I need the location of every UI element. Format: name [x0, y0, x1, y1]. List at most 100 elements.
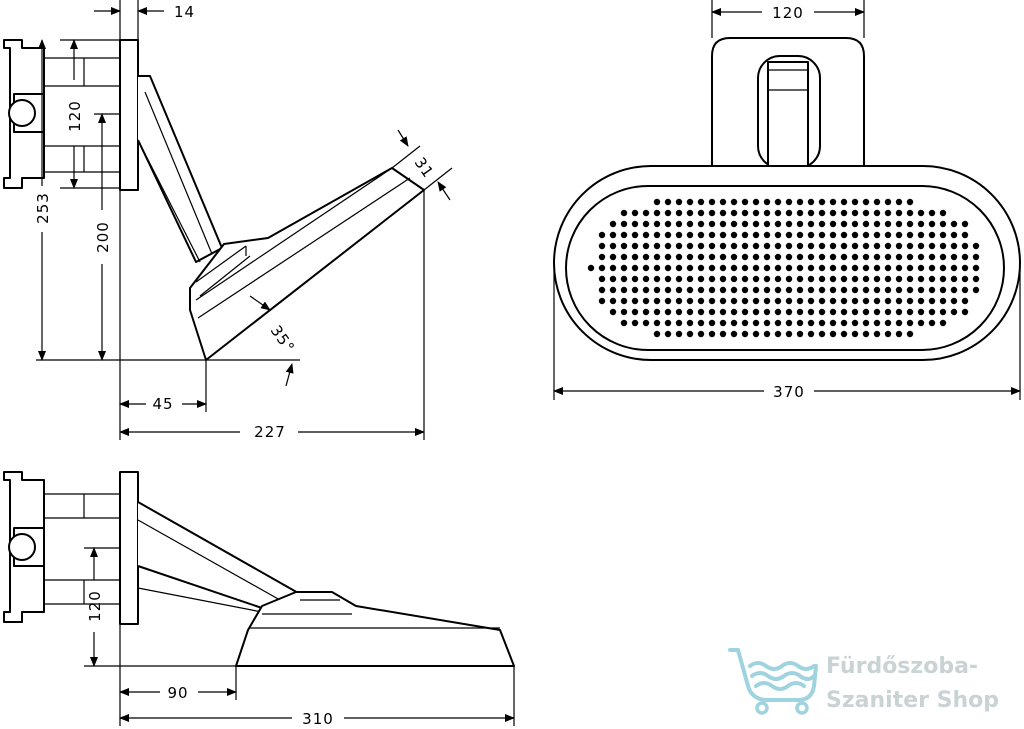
nozzle-dot [664, 220, 672, 228]
nozzle-dot [708, 198, 716, 206]
nozzle-dot [730, 231, 738, 239]
nozzle-dot [961, 297, 969, 305]
nozzle-dot [609, 253, 617, 261]
nozzle-dot [686, 308, 694, 316]
nozzle-dot [741, 319, 749, 327]
nozzle-dot [906, 220, 914, 228]
dim-label-angle: 35° [267, 322, 299, 357]
nozzle-dot [785, 319, 793, 327]
nozzle-dot [598, 231, 606, 239]
nozzle-dot [598, 264, 606, 272]
nozzle-dot [939, 209, 947, 217]
nozzle-dot [796, 242, 804, 250]
nozzle-dot [686, 220, 694, 228]
nozzle-dot [862, 242, 870, 250]
nozzle-dot [631, 209, 639, 217]
nozzle-dot [598, 275, 606, 283]
nozzle-dot [697, 275, 705, 283]
nozzle-dot [818, 253, 826, 261]
nozzle-dot [873, 297, 881, 305]
nozzle-dot [642, 308, 650, 316]
nozzle-dot [818, 231, 826, 239]
nozzle-dot [675, 286, 683, 294]
nozzle-dot [818, 286, 826, 294]
nozzle-dot [609, 220, 617, 228]
nozzle-dot [686, 330, 694, 338]
nozzle-dot [818, 308, 826, 316]
nozzle-dot [785, 297, 793, 305]
nozzle-dot [631, 264, 639, 272]
nozzle-dot [741, 220, 749, 228]
nozzle-dot [653, 308, 661, 316]
bottom-shower-arm [137, 501, 301, 613]
nozzle-dot [796, 220, 804, 228]
nozzle-dot [851, 297, 859, 305]
nozzle-dot [664, 231, 672, 239]
nozzle-dot [631, 297, 639, 305]
nozzle-dot [653, 319, 661, 327]
nozzle-dot [906, 319, 914, 327]
nozzle-dot [917, 264, 925, 272]
nozzle-dot [939, 264, 947, 272]
nozzle-dot [785, 275, 793, 283]
nozzle-dot [961, 275, 969, 283]
nozzle-dot [609, 297, 617, 305]
nozzle-dot [642, 242, 650, 250]
nozzle-dot [884, 209, 892, 217]
nozzle-dot [730, 220, 738, 228]
nozzle-dot [642, 231, 650, 239]
nozzle-dot [697, 330, 705, 338]
nozzle-dot [763, 286, 771, 294]
nozzle-dot [774, 297, 782, 305]
nozzle-dot [862, 264, 870, 272]
nozzle-dot [807, 264, 815, 272]
nozzle-dot [950, 220, 958, 228]
nozzle-dot [906, 264, 914, 272]
nozzle-dot [730, 198, 738, 206]
nozzle-dot [675, 275, 683, 283]
dimension-370: 370 [553, 262, 1021, 401]
nozzle-dot [697, 264, 705, 272]
nozzle-dot [708, 242, 716, 250]
nozzle-dot [928, 231, 936, 239]
nozzle-dot [708, 275, 716, 283]
nozzle-dot [906, 286, 914, 294]
nozzle-dot [675, 231, 683, 239]
nozzle-dot [829, 253, 837, 261]
nozzle-dot [631, 286, 639, 294]
nozzle-dot [609, 242, 617, 250]
nozzle-dot [686, 286, 694, 294]
dimension-90: 90 [119, 624, 237, 726]
nozzle-dot [752, 308, 760, 316]
nozzle-dot [620, 220, 628, 228]
nozzle-dot [719, 242, 727, 250]
nozzle-dot [686, 231, 694, 239]
nozzle-dot [752, 253, 760, 261]
nozzle-dot [895, 308, 903, 316]
nozzle-dot [928, 286, 936, 294]
nozzle-dot [818, 264, 826, 272]
nozzle-dot [829, 198, 837, 206]
nozzle-dot [708, 330, 716, 338]
nozzle-dot [675, 198, 683, 206]
nozzle-dot [939, 231, 947, 239]
nozzle-dot [675, 209, 683, 217]
nozzle-dot [675, 220, 683, 228]
nozzle-dot [972, 286, 980, 294]
nozzle-dot [939, 286, 947, 294]
nozzle-dot [653, 209, 661, 217]
nozzle-dot [807, 297, 815, 305]
nozzle-dot [818, 242, 826, 250]
nozzle-dot [774, 253, 782, 261]
nozzle-dot [785, 253, 793, 261]
nozzle-dot [895, 242, 903, 250]
nozzle-dot [796, 319, 804, 327]
nozzle-dot [697, 198, 705, 206]
nozzle-dot [829, 308, 837, 316]
nozzle-dot [851, 264, 859, 272]
nozzle-dot [961, 231, 969, 239]
nozzle-dot [796, 253, 804, 261]
nozzle-dot [939, 319, 947, 327]
nozzle-dot [906, 308, 914, 316]
nozzle-dot [917, 242, 925, 250]
